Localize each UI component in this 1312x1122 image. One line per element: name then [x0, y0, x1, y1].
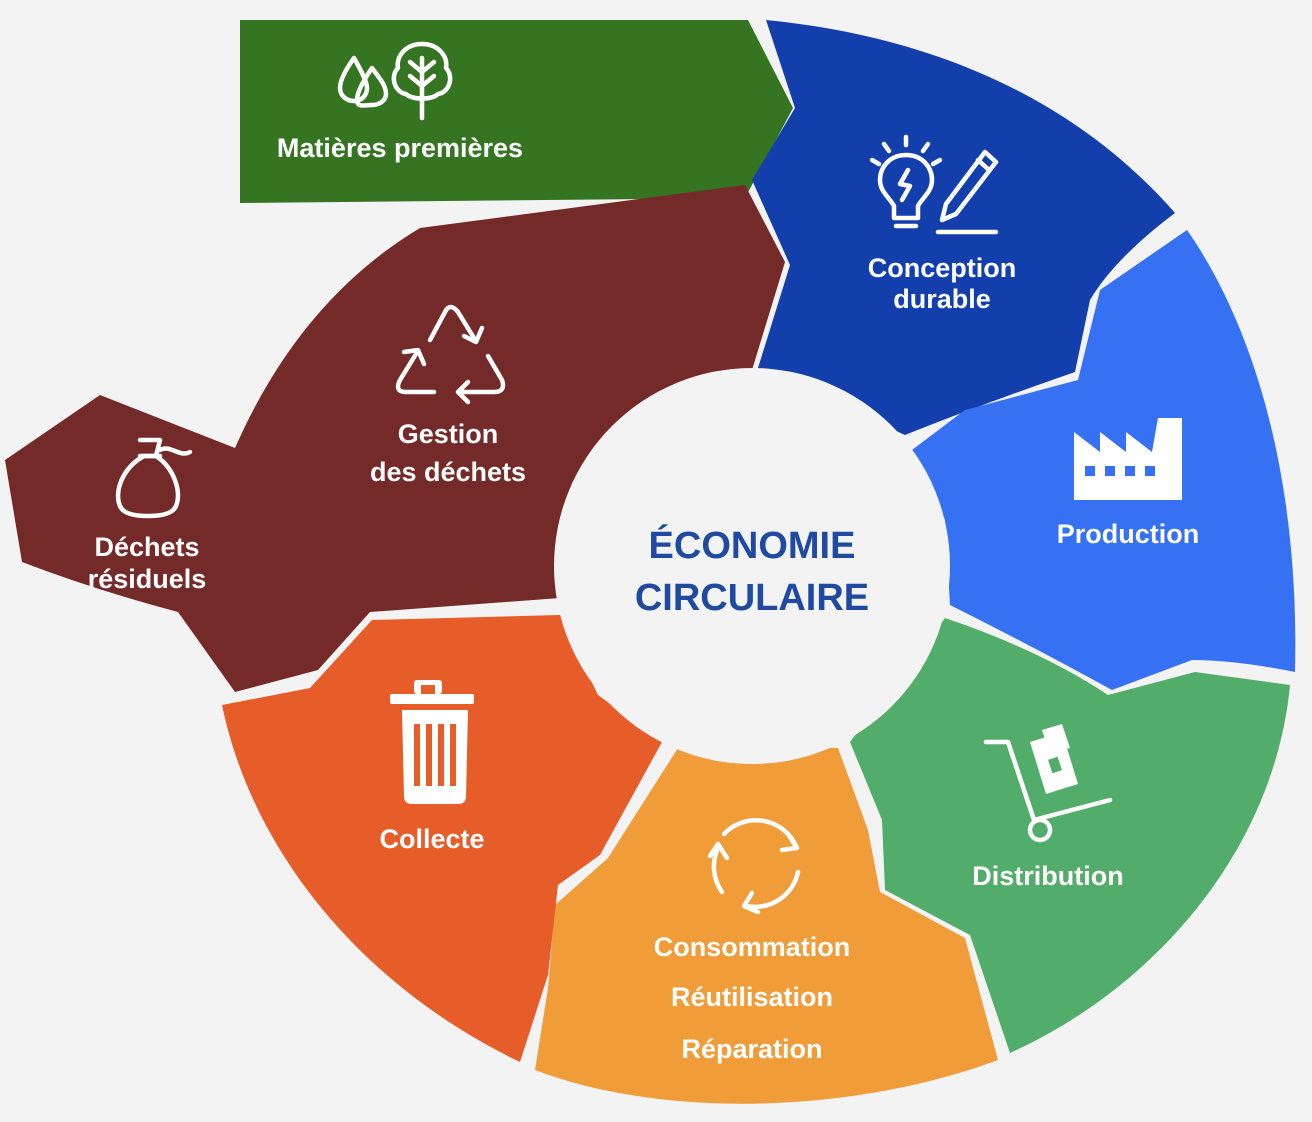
- design-label-line2: durable: [893, 284, 991, 314]
- segment-collection: [222, 615, 662, 1062]
- cycle-arrows-icon: [707, 818, 801, 915]
- segment-raw-materials: [240, 20, 793, 203]
- lightbulb-icon: [869, 134, 943, 229]
- factory-icon: [1074, 418, 1182, 500]
- water-drops-icon: [337, 55, 389, 108]
- waste-management-label-line1: Gestion: [398, 419, 499, 449]
- segment-design: [752, 20, 1175, 435]
- trash-can-icon: [390, 680, 474, 804]
- design-label-line1: Conception: [868, 253, 1017, 283]
- residual-waste-label-line1: Déchets: [94, 532, 199, 562]
- segment-waste-management: [5, 185, 785, 692]
- center-title-line2: CIRCULAIRE: [635, 577, 869, 619]
- recycle-icon: [395, 304, 506, 405]
- production-label: Production: [1057, 519, 1200, 549]
- center-title-line1: ÉCONOMIE: [649, 523, 856, 567]
- collection-label: Collecte: [379, 824, 484, 854]
- hand-truck-icon: [983, 724, 1113, 843]
- segment-distribution: [850, 618, 1290, 1053]
- consumption-label-line1: Consommation: [654, 932, 851, 962]
- pencil-icon: [935, 149, 999, 235]
- consumption-label-line2: Réutilisation: [671, 982, 833, 1012]
- segment-consumption: [535, 748, 998, 1104]
- waste-management-label-line2: des déchets: [370, 457, 526, 487]
- distribution-label: Distribution: [972, 861, 1123, 891]
- raw-materials-label: Matières premières: [277, 133, 523, 163]
- garbage-bag-icon: [115, 437, 193, 519]
- tree-icon: [391, 41, 453, 121]
- center-circle: [554, 368, 950, 764]
- residual-waste-label-line2: résiduels: [88, 564, 207, 594]
- consumption-label-line3: Réparation: [681, 1034, 822, 1064]
